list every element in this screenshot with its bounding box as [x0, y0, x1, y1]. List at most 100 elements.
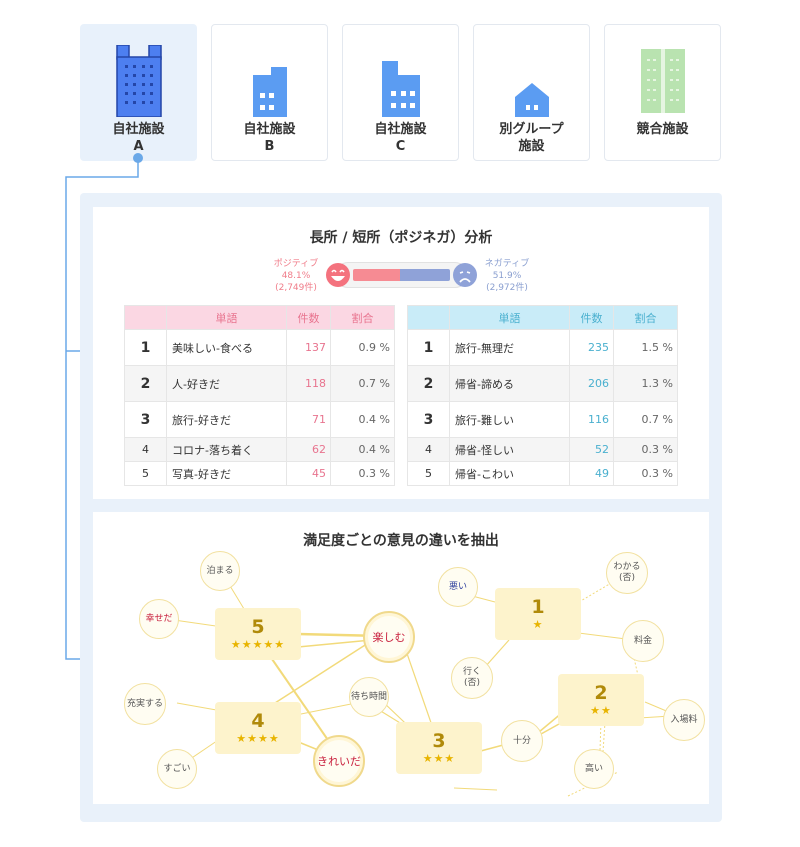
- column-header: 件数: [286, 305, 331, 330]
- satisfaction-card: 満足度ごとの意見の違いを抽出: [93, 512, 709, 804]
- facility-label: 自社施設: [243, 122, 296, 137]
- facility-tab-group[interactable]: 別グループ 施設: [473, 24, 590, 161]
- word-bubble[interactable]: 悪い: [438, 567, 478, 607]
- building-icon: [212, 39, 327, 117]
- sad-face-icon: [453, 263, 477, 287]
- table-cell-word: 人-好きだ: [166, 365, 287, 402]
- facility-label: 施設: [518, 139, 545, 154]
- table-cell-count: 235: [569, 329, 614, 366]
- table-cell-ratio: 0.3 %: [613, 437, 678, 462]
- table-cell-count: 49: [569, 461, 614, 486]
- table-cell-count: 118: [286, 365, 331, 402]
- word-bubble[interactable]: 待ち時間: [349, 677, 389, 717]
- table-cell-count: 206: [569, 365, 614, 402]
- column-header: 割合: [330, 305, 395, 330]
- table-cell-word: 帰省-諦める: [449, 365, 570, 402]
- star-rating-icon: ★★: [590, 704, 612, 717]
- satisfaction-level-2[interactable]: 2 ★★: [558, 674, 644, 726]
- word-bubble[interactable]: 楽しむ: [363, 611, 415, 663]
- building-icon: [343, 39, 458, 117]
- word-bubble-line: 行く: [462, 667, 481, 677]
- facility-label: C: [395, 139, 406, 154]
- satisfaction-level-3[interactable]: 3 ★★★: [396, 722, 482, 774]
- star-rating-icon: ★★★★: [236, 732, 280, 745]
- table-cell-ratio: 1.5 %: [613, 329, 678, 366]
- word-bubble[interactable]: すごい: [157, 749, 197, 789]
- posinega-card: 長所 / 短所（ポジネガ）分析 ポジティブ 48.1% (2,749件): [93, 207, 709, 499]
- table-cell-rank: 3: [124, 401, 167, 438]
- word-bubble[interactable]: 料金: [622, 620, 664, 662]
- word-bubble-line: わかる: [613, 562, 641, 572]
- positive-summary: ポジティブ 48.1% (2,749件): [261, 258, 331, 294]
- facility-tab-c[interactable]: 自社施設 C: [342, 24, 459, 161]
- star-rating-icon: ★: [532, 618, 544, 631]
- word-bubble[interactable]: 泊まる: [200, 551, 240, 591]
- facility-label: 自社施設: [374, 122, 427, 137]
- word-bubble[interactable]: わかる (否): [606, 552, 648, 594]
- word-bubble[interactable]: 高い: [574, 749, 614, 789]
- word-bubble[interactable]: 十分: [501, 720, 543, 762]
- level-number: 1: [531, 596, 545, 618]
- facility-tab-a[interactable]: 自社施設 A: [80, 24, 197, 161]
- table-cell-count: 137: [286, 329, 331, 366]
- word-bubble[interactable]: 幸せだ: [139, 599, 179, 639]
- table-cell-ratio: 0.4 %: [330, 401, 395, 438]
- table-cell-rank: 4: [124, 437, 167, 462]
- table-cell-word: 旅行-無理だ: [449, 329, 570, 366]
- table-cell-count: 116: [569, 401, 614, 438]
- posinega-meter: ポジティブ 48.1% (2,749件): [93, 255, 709, 295]
- negative-count: (2,972件): [486, 283, 528, 293]
- satisfaction-level-5[interactable]: 5 ★★★★★: [215, 608, 301, 660]
- table-cell-rank: 4: [407, 437, 450, 462]
- negative-label: ネガティブ: [484, 259, 530, 269]
- posinega-title: 長所 / 短所（ポジネガ）分析: [309, 230, 493, 246]
- table-cell-rank: 2: [407, 365, 450, 402]
- table-cell-count: 45: [286, 461, 331, 486]
- table-cell-count: 71: [286, 401, 331, 438]
- word-bubble[interactable]: 充実する: [124, 683, 166, 725]
- table-cell-ratio: 0.3 %: [613, 461, 678, 486]
- satisfaction-title: 満足度ごとの意見の違いを抽出: [303, 533, 499, 549]
- connector-dot: [133, 153, 143, 163]
- level-number: 5: [251, 616, 265, 638]
- word-bubble[interactable]: きれいだ: [313, 735, 365, 787]
- table-cell-word: 旅行-難しい: [449, 401, 570, 438]
- tall-building-icon: [81, 39, 196, 117]
- negative-summary: ネガティブ 51.9% (2,972件): [472, 258, 542, 294]
- house-icon: [474, 39, 589, 117]
- word-bubble[interactable]: 入場料: [663, 699, 705, 741]
- satisfaction-level-1[interactable]: 1 ★: [495, 588, 581, 640]
- negative-fill: [400, 269, 450, 281]
- table-header: 単語 件数 割合: [407, 305, 678, 330]
- word-bubble-line: (否): [463, 678, 481, 688]
- word-bubble[interactable]: 行く (否): [451, 657, 493, 699]
- green-building-icon: [605, 35, 720, 113]
- star-rating-icon: ★★★: [422, 752, 456, 765]
- facility-tab-b[interactable]: 自社施設 B: [211, 24, 328, 161]
- column-header: 割合: [613, 305, 678, 330]
- positive-count: (2,749件): [275, 283, 317, 293]
- satisfaction-level-4[interactable]: 4 ★★★★: [215, 702, 301, 754]
- table-cell-rank: 2: [124, 365, 167, 402]
- analysis-panel: 長所 / 短所（ポジネガ）分析 ポジティブ 48.1% (2,749件): [80, 193, 722, 822]
- table-cell-ratio: 0.9 %: [330, 329, 395, 366]
- smile-face-icon: [326, 263, 350, 287]
- positive-label: ポジティブ: [273, 259, 319, 269]
- facility-label: 自社施設: [112, 122, 165, 137]
- facility-tab-competitor[interactable]: 競合施設: [604, 24, 721, 161]
- table-cell-word: コロナ-落ち着く: [166, 437, 287, 462]
- table-header: 単語 件数 割合: [124, 305, 395, 330]
- table-cell-count: 62: [286, 437, 331, 462]
- level-number: 2: [594, 682, 608, 704]
